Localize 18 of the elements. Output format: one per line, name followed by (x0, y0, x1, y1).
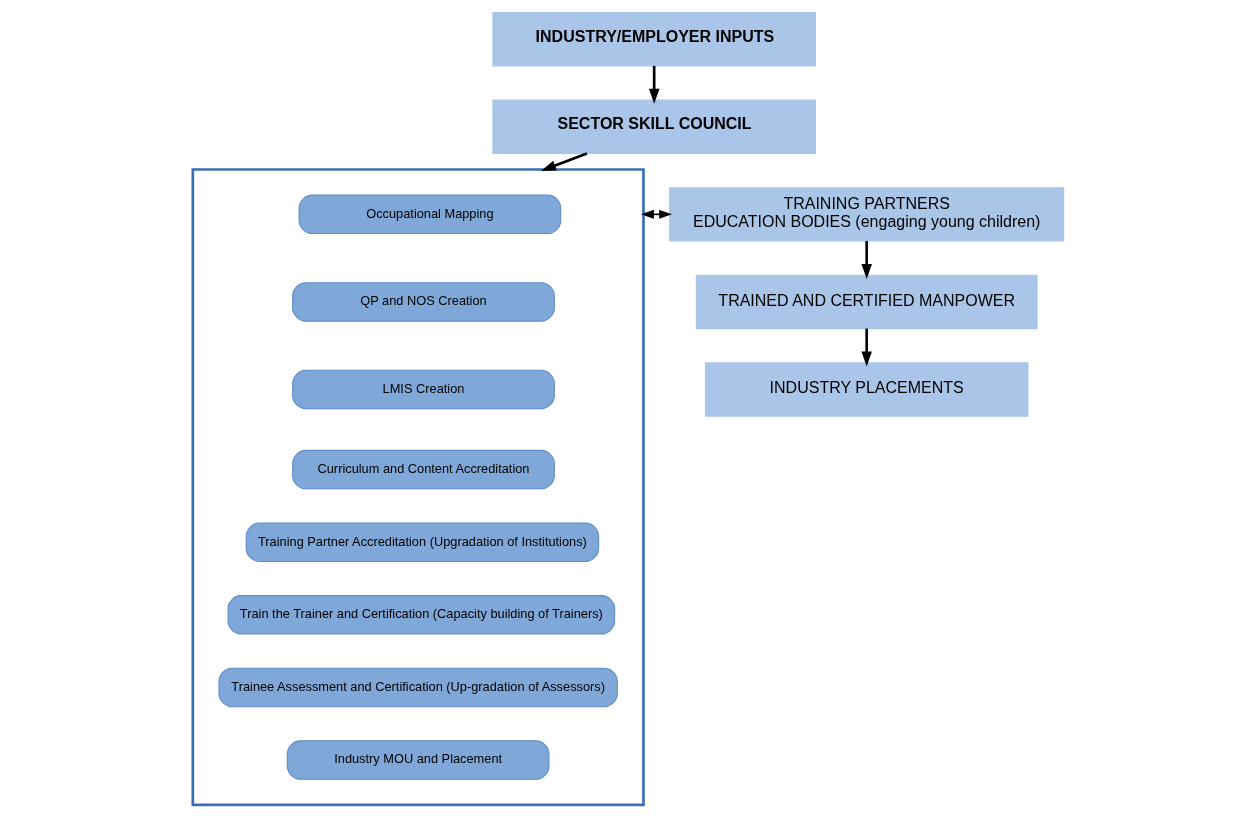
node-box: TRAINED AND CERTIFIED MANPOWER (695, 274, 1038, 330)
node-box: QP and NOS Creation (292, 282, 555, 322)
node-box: Trainee Assessment and Certification (Up-gradation of Assessors) (218, 667, 618, 708)
arrow (648, 65, 660, 104)
node-box: Occupational Mapping (298, 194, 562, 235)
node-box: Curriculum and Content Accreditation (292, 449, 555, 490)
node-box: INDUSTRY PLACEMENTS (704, 362, 1029, 417)
node-box: Industry MOU and Placement (286, 740, 550, 780)
arrow (861, 328, 872, 367)
node-box: INDUSTRY/EMPLOYER INPUTS (492, 12, 816, 67)
arrow (861, 241, 872, 279)
node-box: SECTOR SKILL COUNCIL (492, 99, 816, 155)
node-box: Training Partner Accreditation (Upgradation of Institutions) (245, 522, 600, 562)
node-box: TRAINING PARTNERS EDUCATION BODIES (engaging young children) (669, 187, 1065, 242)
cluster (191, 168, 645, 807)
node-box: Train the Trainer and Certification (Capacity building of Trainers) (227, 595, 616, 635)
node-box: LMIS Creation (292, 369, 555, 410)
arrow (541, 152, 588, 171)
